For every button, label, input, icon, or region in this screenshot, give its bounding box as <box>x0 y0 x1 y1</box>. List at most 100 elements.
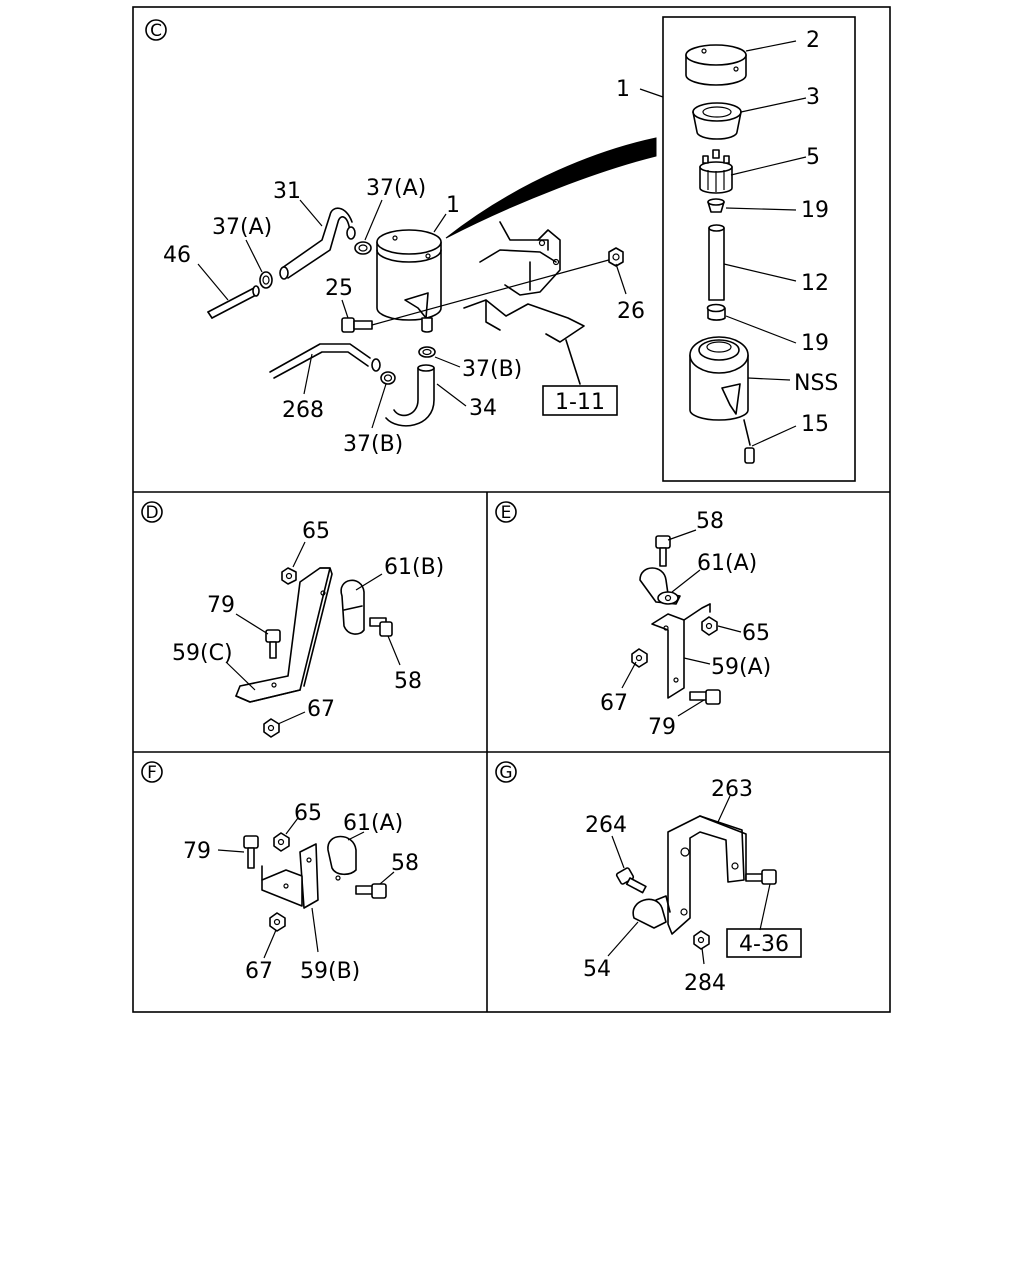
label-g-0: 263 <box>711 777 753 802</box>
label-f-2: 79 <box>183 839 211 864</box>
clip-61a-f <box>327 835 357 881</box>
bracket-59b <box>261 843 319 909</box>
label-d-2: 79 <box>207 593 235 618</box>
section-d-marker: D <box>141 501 163 523</box>
ref-box-4-36: 4-36 <box>726 928 802 958</box>
ref-box-1-11-text: 1-11 <box>555 390 605 415</box>
clamp-37b-right <box>418 346 436 358</box>
hose-268 <box>269 343 381 379</box>
bolt-58-f <box>355 883 387 899</box>
bolt-axis-line <box>371 257 617 326</box>
label-c-3: 5 <box>806 145 820 170</box>
bolt-264 <box>615 867 647 894</box>
section-c: C <box>145 19 838 464</box>
nut-284 <box>693 930 710 950</box>
label-c-15: 26 <box>617 299 645 324</box>
section-f-marker: F <box>141 761 163 783</box>
label-f-4: 67 <box>245 959 273 984</box>
section-g: G 263 <box>495 761 802 996</box>
section-e-marker-text: E <box>501 503 512 523</box>
section-f-marker-text: F <box>147 763 157 783</box>
ref-box-1-11: 1-11 <box>542 385 618 416</box>
label-g-1: 264 <box>585 813 627 838</box>
label-d-0: 65 <box>302 519 330 544</box>
clip-54 <box>632 895 671 929</box>
section-f: F <box>141 761 419 984</box>
label-c-2: 3 <box>806 85 820 110</box>
nut-67-d <box>263 718 280 738</box>
bolt-58-d <box>369 617 393 637</box>
bolt-79-e <box>689 689 721 705</box>
label-c-17: 268 <box>282 398 324 423</box>
section-c-marker: C <box>145 19 167 41</box>
label-e-5: 79 <box>648 715 676 740</box>
label-e-4: 67 <box>600 691 628 716</box>
label-c-7: NSS <box>794 371 838 396</box>
label-d-1: 61(B) <box>384 555 444 580</box>
label-d-3: 59(C) <box>172 641 233 666</box>
label-c-4: 19 <box>801 198 829 223</box>
label-c-18: 34 <box>469 396 497 421</box>
bracket-1-11 <box>463 221 585 385</box>
label-d-4: 58 <box>394 669 422 694</box>
leaders-f <box>217 817 395 959</box>
clamp-37b-lower <box>380 371 396 385</box>
inset-frame <box>662 16 856 482</box>
section-d-marker-text: D <box>145 503 158 523</box>
section-c-marker-text: C <box>150 21 162 41</box>
section-g-marker-text: G <box>499 763 512 783</box>
label-e-2: 65 <box>742 621 770 646</box>
label-g-2: 54 <box>583 957 611 982</box>
strainer-element <box>699 149 733 194</box>
label-c-11: 1 <box>446 193 460 218</box>
label-c-9: 31 <box>273 179 301 204</box>
cap-gasket <box>692 102 742 140</box>
leaders-c <box>197 40 807 447</box>
nut-65-d <box>281 567 297 585</box>
section-e-marker: E <box>495 501 517 523</box>
bracket-263 <box>667 815 747 935</box>
leaders-g <box>607 795 771 965</box>
label-c-5: 12 <box>801 271 829 296</box>
hose-34 <box>385 364 435 427</box>
label-c-13: 46 <box>163 243 191 268</box>
label-c-8: 15 <box>801 412 829 437</box>
label-c-19: 37(B) <box>343 432 403 457</box>
bolt-25 <box>341 317 373 333</box>
section-g-marker: G <box>495 761 517 783</box>
label-c-12: 37(A) <box>212 215 272 240</box>
label-e-0: 58 <box>696 509 724 534</box>
tube <box>708 224 725 301</box>
bolt-58-e <box>655 535 671 567</box>
ref-box-4-36-text: 4-36 <box>739 932 789 957</box>
label-f-0: 65 <box>294 801 322 826</box>
nut-26 <box>608 247 624 267</box>
section-e: E <box>495 501 771 740</box>
label-f-5: 59(B) <box>300 959 360 984</box>
label-e-3: 59(A) <box>711 655 771 680</box>
label-c-10: 37(A) <box>366 176 426 201</box>
clip-61a-e <box>639 567 681 605</box>
label-c-14: 25 <box>325 276 353 301</box>
label-g-3: 284 <box>684 971 726 996</box>
clamp-37a-left <box>259 271 273 289</box>
drain-clip <box>743 419 755 464</box>
label-c-0: 1 <box>616 77 630 102</box>
bracket-59c <box>235 567 333 703</box>
bolt-79-d <box>265 629 281 659</box>
bolt-79-f <box>243 835 259 869</box>
reservoir-cap <box>685 44 747 86</box>
label-c-1: 2 <box>806 28 820 53</box>
label-d-5: 67 <box>307 697 335 722</box>
seat-lower <box>706 303 726 321</box>
label-f-3: 58 <box>391 851 419 876</box>
hose-31 <box>279 207 356 280</box>
outer-frame <box>132 6 891 1013</box>
clamp-37a-upper <box>354 241 372 255</box>
label-f-1: 61(A) <box>343 811 403 836</box>
reservoir-assembly <box>376 229 442 333</box>
nut-67-f <box>269 912 286 932</box>
leaders-d <box>225 541 401 725</box>
leaders-e <box>621 529 742 717</box>
reservoir-body <box>689 336 749 421</box>
